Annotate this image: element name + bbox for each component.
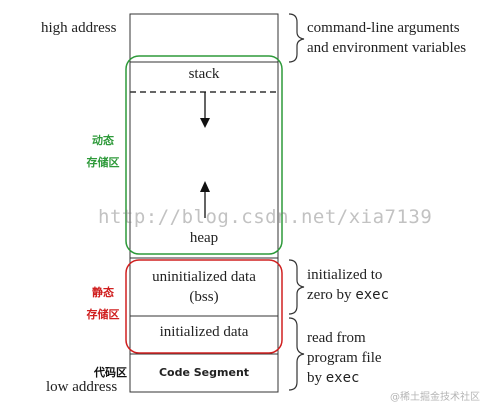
args-annotation-line1: command-line arguments bbox=[307, 20, 460, 36]
data-annotation-prefix: by bbox=[307, 370, 326, 386]
static-label-line2: 存储区 bbox=[86, 308, 120, 321]
memory-column bbox=[129, 13, 279, 393]
heap-label: heap bbox=[189, 230, 219, 246]
code-area-label: 代码区 bbox=[94, 366, 127, 379]
bss-label-line2: (bss) bbox=[189, 289, 219, 305]
static-region-label: 静态 存储区 bbox=[80, 282, 126, 326]
bss-annotation-line1: initialized to bbox=[307, 267, 383, 283]
static-label-line1: 静态 bbox=[92, 286, 114, 299]
dynamic-region-outline bbox=[125, 55, 283, 255]
dynamic-region-label: 动态 存储区 bbox=[80, 130, 126, 174]
corner-watermark: @稀土掘金技术社区 bbox=[390, 392, 480, 403]
code-segment-label: Code Segment bbox=[158, 366, 250, 379]
data-annotation-line2: program file bbox=[307, 350, 382, 366]
bss-annotation-prefix: zero by bbox=[307, 287, 356, 303]
bss-segment-label: uninitialized data (bss) bbox=[130, 267, 278, 307]
center-watermark: http://blog.csdn.net/xia7139 bbox=[98, 206, 433, 228]
dynamic-label-line2: 存储区 bbox=[86, 156, 120, 169]
bss-annotation-line2: zero by exec bbox=[307, 285, 389, 305]
stack-arrowhead bbox=[200, 118, 210, 128]
dynamic-label-line1: 动态 bbox=[92, 134, 114, 147]
high-address-label: high address bbox=[41, 20, 117, 36]
brace-data bbox=[288, 317, 305, 391]
data-annotation: read from program file by exec bbox=[307, 328, 382, 388]
brace-top bbox=[288, 13, 305, 63]
stack-label: stack bbox=[188, 66, 220, 82]
initialized-data-label: initialized data bbox=[159, 324, 249, 340]
bss-annotation-exec: exec bbox=[355, 287, 390, 303]
args-annotation: command-line arguments and environment v… bbox=[307, 18, 466, 58]
bss-annotation: initialized to zero by exec bbox=[307, 265, 389, 305]
brace-bss bbox=[288, 259, 305, 315]
data-annotation-line3: by exec bbox=[307, 368, 382, 388]
bss-label-line1: uninitialized data bbox=[152, 269, 256, 285]
heap-arrowhead bbox=[200, 181, 210, 192]
static-region-outline bbox=[125, 259, 283, 354]
args-annotation-line2: and environment variables bbox=[307, 40, 467, 56]
data-annotation-line1: read from bbox=[307, 330, 366, 346]
data-annotation-exec: exec bbox=[325, 370, 360, 386]
low-address-label: low address bbox=[46, 379, 118, 395]
